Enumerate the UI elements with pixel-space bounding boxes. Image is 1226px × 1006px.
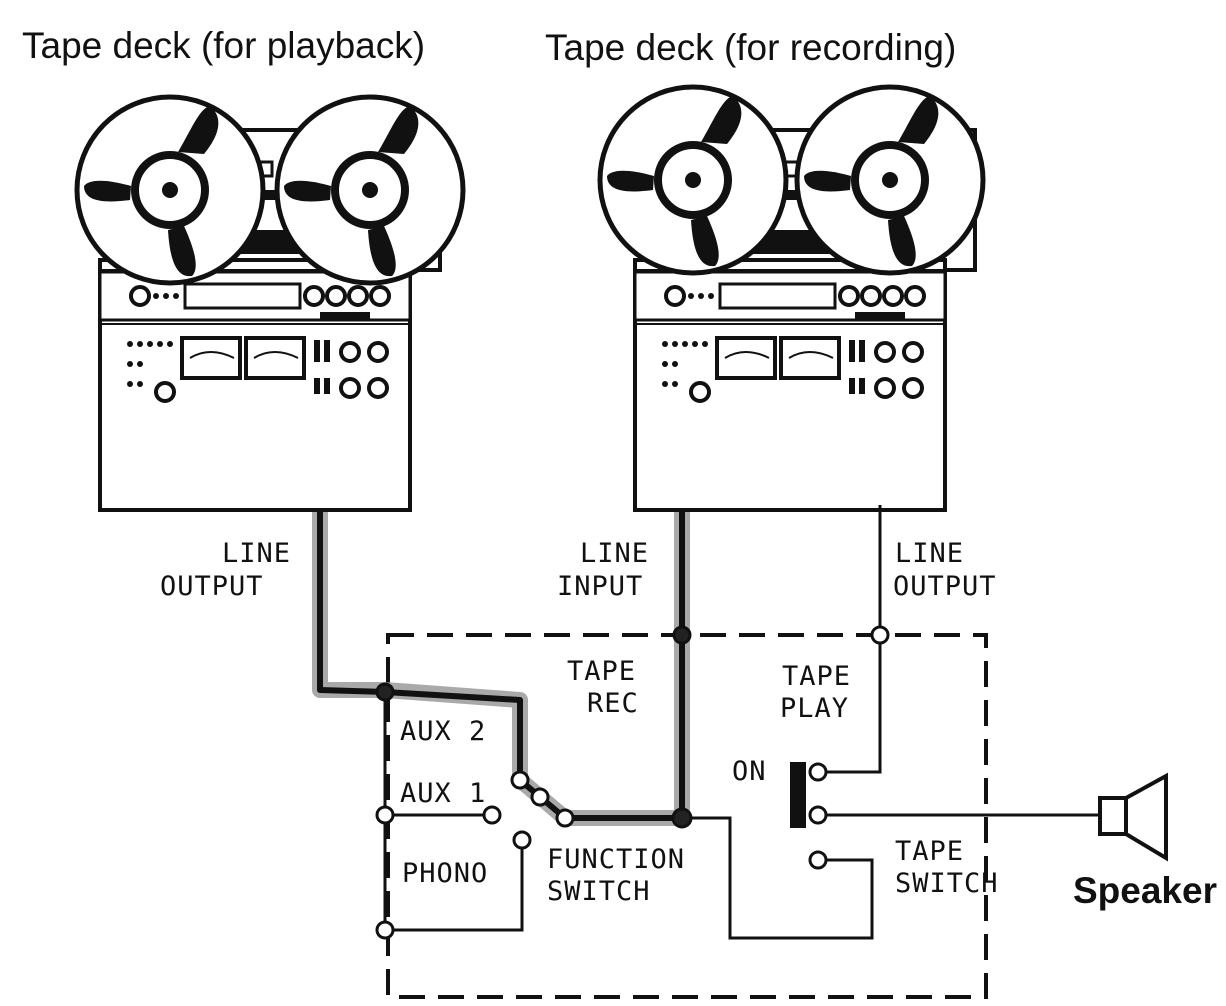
function-switch-pivot <box>555 808 575 828</box>
tape-rec-label-1: TAPE <box>567 656 636 687</box>
speaker-label: Speaker <box>1073 870 1217 911</box>
phono-label: PHONO <box>402 858 488 889</box>
tape-switch-on-contact <box>808 762 828 782</box>
on-label: ON <box>732 756 767 787</box>
tape-switch-label-2: SWITCH <box>895 868 999 899</box>
aux1-label: AUX 1 <box>400 778 486 809</box>
recording-line-output-wire <box>818 505 882 774</box>
line-output-left-label-2: OUTPUT <box>160 571 264 602</box>
function-switch-aux2-contact <box>510 770 530 790</box>
tape-switch-off-contact <box>808 850 828 870</box>
tape-switch-label-1: TAPE <box>895 836 964 867</box>
aux2-node <box>375 682 395 702</box>
playback-deck-title: Tape deck (for playback) <box>22 25 425 66</box>
function-switch-label-2: SWITCH <box>547 876 651 907</box>
playback-left-reel-icon <box>77 97 263 283</box>
recording-deck-title: Tape deck (for recording) <box>545 27 956 68</box>
line-output-right-label-1: LINE <box>895 538 964 569</box>
tape-play-label-2: PLAY <box>780 693 849 724</box>
phono-wire <box>385 842 524 932</box>
aux1-contact <box>482 805 502 825</box>
line-input-label-2: INPUT <box>557 571 643 602</box>
aux2-label: AUX 2 <box>400 716 486 747</box>
recording-tape-deck <box>600 87 983 512</box>
tape-play-label-1: TAPE <box>782 661 851 692</box>
tape-switch-wire <box>682 816 874 940</box>
function-switch-contact <box>530 787 550 807</box>
recording-left-reel-icon <box>600 87 786 273</box>
aux1-left-terminal <box>375 805 395 825</box>
tape-switch-lever <box>790 762 806 828</box>
line-output-left-label-1: LINE <box>222 538 291 569</box>
tape-rec-node <box>672 625 692 645</box>
tape-switch-common-contact <box>808 805 828 825</box>
playback-right-reel-icon <box>277 97 463 283</box>
line-output-right-label-2: OUTPUT <box>893 571 997 602</box>
function-switch-label-1: FUNCTION <box>547 844 685 875</box>
recording-right-reel-icon <box>797 87 983 273</box>
phono-terminal <box>375 920 395 940</box>
tape-play-node <box>870 625 890 645</box>
line-input-label-1: LINE <box>580 538 649 569</box>
function-switch-output-node <box>671 807 693 829</box>
tape-rec-label-2: REC <box>587 688 639 719</box>
playback-tape-deck <box>77 97 463 512</box>
speaker-icon <box>1098 772 1168 862</box>
phono-contact <box>512 830 532 850</box>
